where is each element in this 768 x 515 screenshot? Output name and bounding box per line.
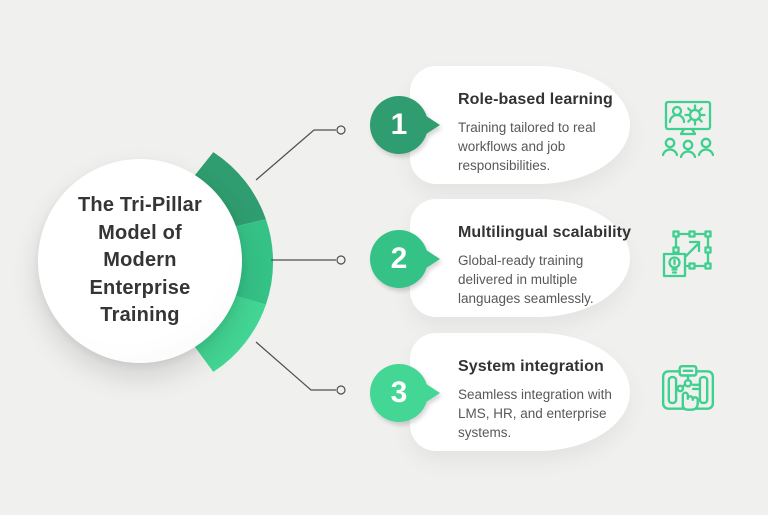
hub-arc-ring <box>193 152 274 372</box>
scale-expand-bulb-icon <box>659 226 717 286</box>
connector-dot-2 <box>336 255 346 265</box>
hub-title-line: Training <box>100 304 180 327</box>
arc-segment-2 <box>232 219 274 305</box>
arc-segment-1 <box>193 152 266 228</box>
pillar-card-system-integration: System integration Seamless integration … <box>410 333 630 451</box>
pillar-description: Seamless integration with LMS, HR, and e… <box>458 387 612 441</box>
pillar-number: 2 <box>390 242 408 275</box>
pillar-title: Role-based learning <box>458 91 613 108</box>
hub-title-line: Enterprise <box>89 276 191 299</box>
pillar-number: 3 <box>390 376 408 409</box>
connector-dot-3 <box>336 385 346 395</box>
badge-shape <box>370 96 440 154</box>
arc-segment-3 <box>193 294 266 372</box>
pillar-title: Multilingual scalability <box>458 224 632 241</box>
hub-title-line: Model of <box>98 221 182 244</box>
pillar-description: Training tailored to real workflows and … <box>458 120 596 174</box>
connector-line-1 <box>255 129 336 181</box>
monitor-user-gear-icon <box>659 98 717 159</box>
pillar-number-badge-2: 2 <box>370 230 446 288</box>
connector-lines <box>255 125 346 395</box>
pillar-card-role-based-learning: Role-based learning Training tailored to… <box>410 66 630 184</box>
pillar-number-badge-1: 1 <box>370 96 446 154</box>
pillar-number: 1 <box>390 108 408 141</box>
hub-title-line: Modern <box>103 249 177 272</box>
pillar-description: Global-ready training delivered in multi… <box>458 253 594 307</box>
hub-title-line: The Tri-Pillar <box>78 194 202 217</box>
integration-touch-board-icon <box>659 360 717 420</box>
pillar-number-badge-3: 3 <box>370 364 446 422</box>
pillar-title: System integration <box>458 358 604 375</box>
hub-circle: The Tri-Pillar Model of Modern Enterpris… <box>38 159 242 363</box>
connector-dot-1 <box>336 125 346 135</box>
pillar-card-multilingual-scalability: Multilingual scalability Global-ready tr… <box>410 199 632 317</box>
hub-title: The Tri-Pillar Model of Modern Enterpris… <box>78 192 202 330</box>
badge-shape <box>370 230 440 288</box>
connector-line-3 <box>255 341 336 391</box>
badge-shape <box>370 364 440 422</box>
